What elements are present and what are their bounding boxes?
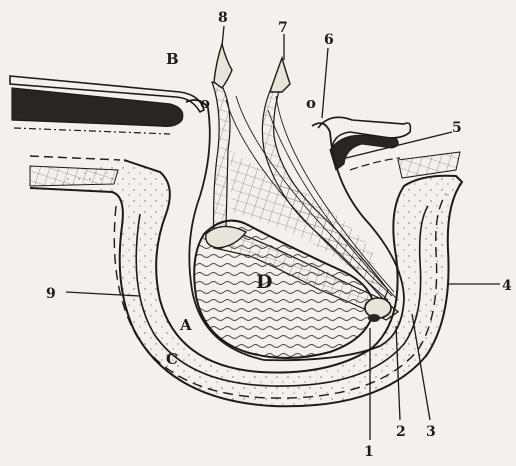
leader-line-8 (222, 26, 224, 46)
left-dot-dash-line (14, 128, 170, 134)
callout-2: 2 (396, 424, 406, 440)
cord-tip-7 (270, 58, 290, 92)
label-o-left: o (200, 94, 210, 112)
callout-3: 3 (426, 424, 436, 440)
callout-4: 4 (502, 278, 512, 294)
label-A: A (179, 316, 192, 334)
right-dark-band (330, 135, 398, 170)
right-hatched-block (398, 152, 460, 178)
organ-D-tip-inner (368, 314, 380, 322)
organ-D-tip (365, 298, 391, 318)
label-D: D (256, 271, 272, 293)
right-dashed-line (350, 158, 400, 170)
callout-1: 1 (364, 444, 374, 460)
leader-line-6 (322, 48, 328, 118)
callout-9: 9 (46, 286, 56, 302)
label-B: B (166, 50, 179, 68)
callout-7: 7 (278, 20, 288, 36)
left-dark-band (12, 88, 183, 126)
callout-6: 6 (324, 32, 334, 48)
cord-tip-8 (214, 44, 232, 88)
label-C: C (166, 350, 178, 368)
label-o-right: o (306, 94, 316, 112)
callout-5: 5 (452, 120, 462, 136)
left-dashed-line (30, 156, 120, 160)
callout-8: 8 (218, 10, 228, 26)
